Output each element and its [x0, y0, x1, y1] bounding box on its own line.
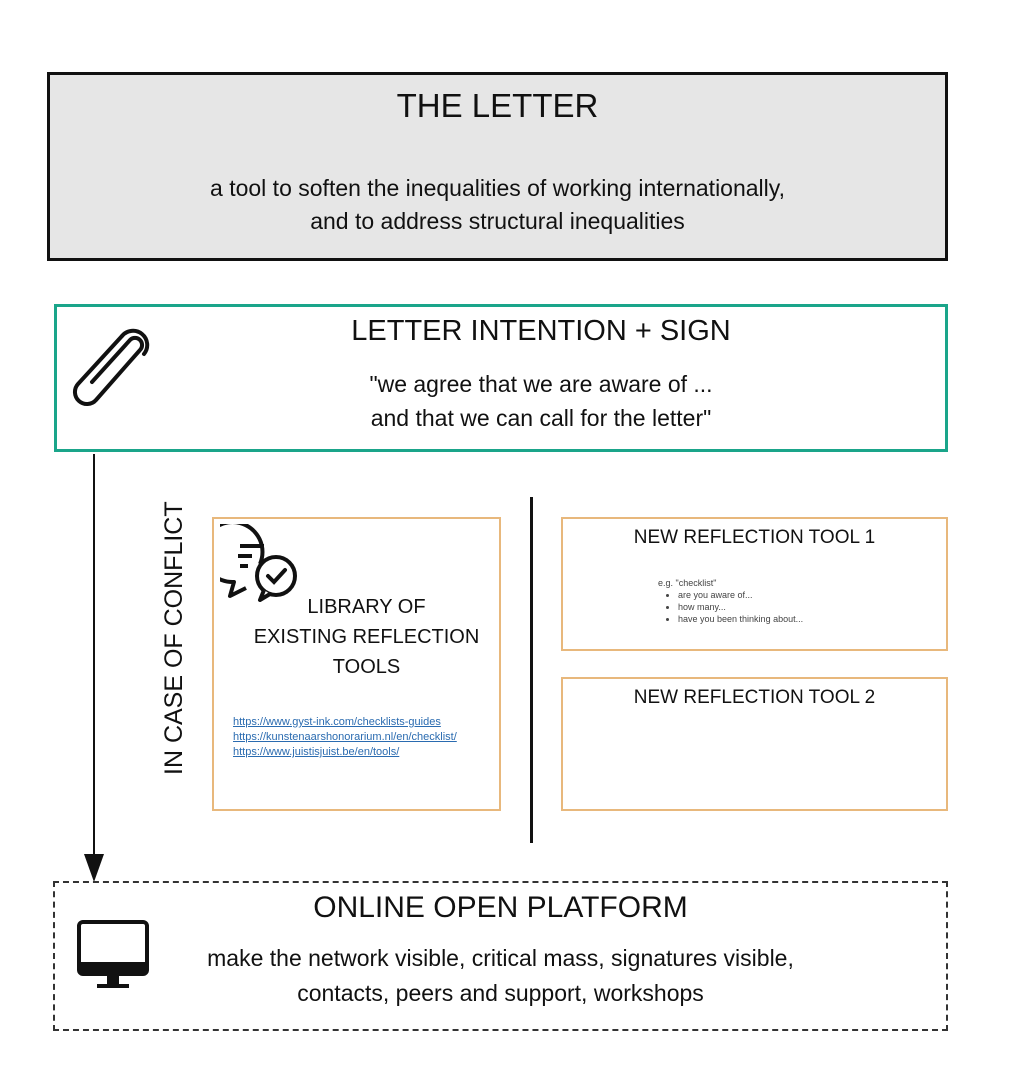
link-kunstenaarshonorarium[interactable]: https://kunstenaarshonorarium.nl/en/chec… [233, 731, 457, 743]
link-juistisjuist[interactable]: https://www.juistisjuist.be/en/tools/ [233, 746, 400, 758]
letter-title: THE LETTER [396, 87, 599, 124]
checklist-item: how many... [678, 601, 803, 613]
intention-quote: "we agree that we are aware of ... and t… [57, 367, 945, 435]
intention-quote-line2: and that we can call for the letter" [370, 405, 712, 431]
tool1-example: e.g. "checklist" are you aware of... how… [658, 577, 803, 625]
library-title-line1: LIBRARY OF [307, 596, 426, 618]
platform-line1: make the network visible, critical mass,… [207, 945, 794, 971]
the-letter-box: THE LETTER a tool to soften the inequali… [47, 72, 948, 261]
tool1-checklist: are you aware of... how many... have you… [658, 589, 803, 625]
paperclip-icon [72, 328, 150, 407]
library-title-line3: TOOLS [332, 656, 401, 678]
chat-check-icon [220, 524, 297, 602]
intention-quote-line1: "we agree that we are aware of ... [369, 371, 713, 397]
checklist-item: have you been thinking about... [678, 613, 803, 625]
monitor-icon [77, 920, 149, 988]
new-reflection-tool-2-box: NEW REFLECTION TOOL 2 [561, 677, 948, 811]
tool1-title: NEW REFLECTION TOOL 1 [633, 527, 876, 548]
tool2-title: NEW REFLECTION TOOL 2 [633, 687, 876, 708]
platform-line2: contacts, peers and support, workshops [297, 980, 704, 1006]
arrow-down [84, 454, 104, 882]
new-reflection-tool-1-box: NEW REFLECTION TOOL 1 e.g. "checklist" a… [561, 517, 948, 651]
library-title-line2: EXISTING REFLECTION [253, 626, 480, 648]
library-title: LIBRARY OF EXISTING REFLECTION TOOLS [234, 592, 499, 682]
checklist-item: are you aware of... [678, 589, 803, 601]
letter-subtitle-line2: and to address structural inequalities [310, 208, 685, 234]
letter-subtitle: a tool to soften the inequalities of wor… [50, 172, 945, 238]
online-open-platform-box: ONLINE OPEN PLATFORM make the network vi… [53, 881, 948, 1031]
letter-intention-box: LETTER INTENTION + SIGN "we agree that w… [54, 304, 948, 452]
in-case-of-conflict-label: IN CASE OF CONFLICT [160, 501, 188, 775]
tool1-example-label: e.g. "checklist" [658, 578, 717, 588]
platform-description: make the network visible, critical mass,… [55, 941, 946, 1011]
letter-subtitle-line1: a tool to soften the inequalities of wor… [210, 175, 785, 201]
link-gyst-ink[interactable]: https://www.gyst-ink.com/checklists-guid… [233, 716, 441, 728]
library-links: https://www.gyst-ink.com/checklists-guid… [233, 715, 457, 760]
divider-line [530, 497, 533, 843]
intention-title: LETTER INTENTION + SIGN [351, 315, 731, 347]
platform-title: ONLINE OPEN PLATFORM [313, 891, 688, 924]
